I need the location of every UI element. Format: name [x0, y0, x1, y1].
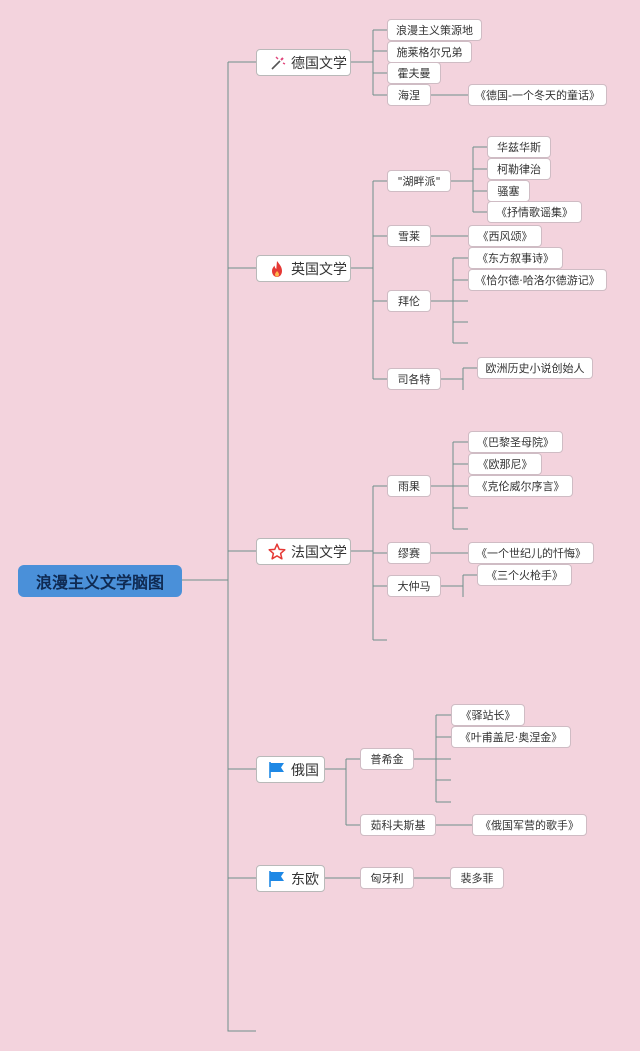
germany-item-4[interactable]: 海涅 — [387, 84, 431, 106]
branch-germany[interactable]: 德国文学 — [256, 49, 351, 76]
dumas-work-1[interactable]: 《三个火枪手》 — [477, 564, 572, 586]
germany-item-3[interactable]: 霍夫曼 — [387, 62, 441, 84]
shelley-work-1[interactable]: 《西风颂》 — [468, 225, 542, 247]
fire-icon — [267, 260, 287, 278]
heine-work[interactable]: 《德国-一个冬天的童话》 — [468, 84, 607, 106]
branch-france[interactable]: 法国文学 — [256, 538, 351, 565]
lake-poet-2[interactable]: 柯勒律治 — [487, 158, 551, 180]
lake-poet-3[interactable]: 骚塞 — [487, 180, 530, 202]
root-topic[interactable]: 浪漫主义文学脑图 — [18, 565, 182, 597]
byron[interactable]: 拜伦 — [387, 290, 431, 312]
blue-flag-icon — [267, 870, 287, 888]
hugo-work-1[interactable]: 《巴黎圣母院》 — [468, 431, 563, 453]
zhukovsky[interactable]: 茹科夫斯基 — [360, 814, 436, 836]
branch-germany-label: 德国文学 — [291, 55, 347, 72]
shelley[interactable]: 雪莱 — [387, 225, 431, 247]
lyrical-ballads[interactable]: 《抒情歌谣集》 — [487, 201, 582, 223]
hungary[interactable]: 匈牙利 — [360, 867, 414, 889]
scott[interactable]: 司各特 — [387, 368, 441, 390]
scott-work-1[interactable]: 欧洲历史小说创始人 — [477, 357, 593, 379]
branch-russia-label: 俄国 — [291, 762, 319, 779]
branch-france-label: 法国文学 — [291, 544, 347, 561]
hugo-work-2[interactable]: 《欧那尼》 — [468, 453, 542, 475]
hugo-work-3[interactable]: 《克伦威尔序言》 — [468, 475, 573, 497]
zhukovsky-work-1[interactable]: 《俄国军营的歌手》 — [472, 814, 587, 836]
magic-wand-icon — [267, 54, 287, 72]
musset-work-1[interactable]: 《一个世纪儿的忏悔》 — [468, 542, 594, 564]
lake-poet-1[interactable]: 华兹华斯 — [487, 136, 551, 158]
pushkin-work-2[interactable]: 《叶甫盖尼·奥涅金》 — [451, 726, 571, 748]
blue-flag-icon — [267, 761, 287, 779]
byron-work-2[interactable]: 《恰尔德·哈洛尔德游记》 — [468, 269, 607, 291]
star-outline-icon — [267, 542, 287, 561]
dumas[interactable]: 大仲马 — [387, 575, 441, 597]
petofi[interactable]: 裴多菲 — [450, 867, 504, 889]
branch-east-europe-label: 东欧 — [291, 871, 319, 888]
byron-work-1[interactable]: 《东方叙事诗》 — [468, 247, 563, 269]
pushkin-work-1[interactable]: 《驿站长》 — [451, 704, 525, 726]
hugo[interactable]: 雨果 — [387, 475, 431, 497]
branch-east-europe[interactable]: 东欧 — [256, 865, 325, 892]
lake-poets[interactable]: "湖畔派" — [387, 170, 451, 192]
branch-england-label: 英国文学 — [291, 261, 347, 278]
branch-england[interactable]: 英国文学 — [256, 255, 351, 282]
pushkin[interactable]: 普希金 — [360, 748, 414, 770]
germany-item-1[interactable]: 浪漫主义策源地 — [387, 19, 482, 41]
branch-russia[interactable]: 俄国 — [256, 756, 325, 783]
germany-item-2[interactable]: 施莱格尔兄弟 — [387, 41, 472, 63]
musset[interactable]: 缪赛 — [387, 542, 431, 564]
